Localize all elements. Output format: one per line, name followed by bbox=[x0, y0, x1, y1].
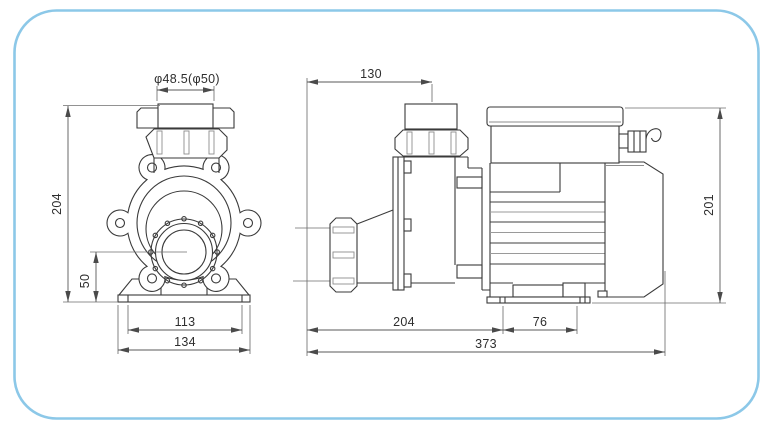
front-view: φ48.5(φ50) 204 50 113 134 bbox=[50, 72, 262, 354]
dim-label-base-width: 134 bbox=[174, 335, 196, 349]
motor bbox=[490, 161, 664, 298]
cable-gland-icon bbox=[618, 128, 662, 153]
motor-end-cap bbox=[604, 161, 664, 298]
dim-label-foot-width: 76 bbox=[533, 315, 548, 329]
dim-label-pump-length: 204 bbox=[393, 315, 415, 329]
dim-label-side-height: 201 bbox=[702, 194, 716, 216]
dim-front-diameter: φ48.5(φ50) bbox=[154, 72, 220, 101]
dim-label-bolt-spacing: 113 bbox=[175, 315, 196, 329]
side-view: 130 201 204 76 373 bbox=[293, 67, 726, 356]
dim-port-offset: 130 bbox=[307, 67, 433, 102]
dim-label-port-offset: 130 bbox=[360, 67, 382, 81]
suction-fitting bbox=[293, 209, 394, 293]
discharge-fitting-side bbox=[394, 103, 469, 157]
dim-label-front-height: 204 bbox=[50, 193, 64, 215]
dim-total-length: 373 bbox=[307, 271, 666, 356]
thread-serrations bbox=[148, 216, 220, 288]
dim-side-height: 201 bbox=[592, 107, 726, 304]
pump-casing bbox=[392, 156, 491, 297]
dim-foot-width: 76 bbox=[503, 306, 578, 334]
discharge-fitting bbox=[136, 103, 235, 173]
motor-feet bbox=[486, 282, 608, 304]
dim-pump-length: 204 bbox=[307, 306, 504, 334]
frame-border bbox=[13, 9, 760, 420]
dim-base-width: 134 bbox=[117, 305, 251, 354]
dim-front-height: 204 bbox=[50, 105, 160, 303]
dim-bolt-spacing: 113 bbox=[127, 305, 243, 334]
dim-label-port-height: 50 bbox=[78, 274, 92, 289]
dim-label-total-length: 373 bbox=[475, 337, 497, 351]
terminal-box bbox=[486, 106, 662, 164]
dim-label-diameter: φ48.5(φ50) bbox=[154, 72, 220, 86]
dim-port-center-height: 50 bbox=[78, 251, 187, 302]
